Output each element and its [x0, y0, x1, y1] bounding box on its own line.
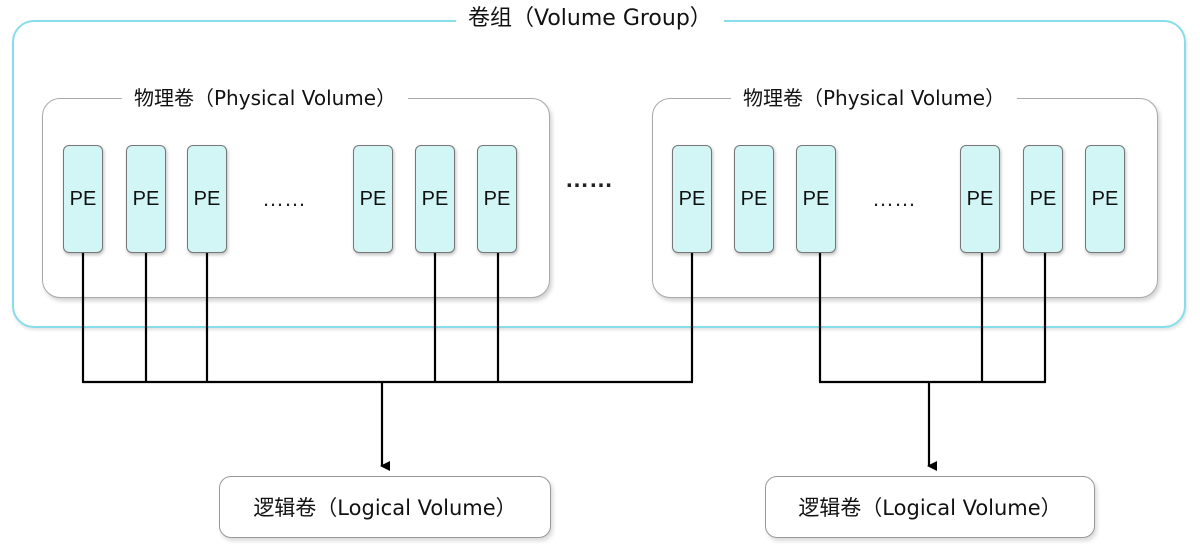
pe-block: PE: [1085, 145, 1125, 253]
physical-volume-title-1: 物理卷（Physical Volume）: [122, 88, 409, 108]
pe-block: PE: [353, 145, 393, 253]
pe-ellipsis-2: ……: [872, 186, 916, 211]
pe-block: PE: [672, 145, 712, 253]
pe-block: PE: [1023, 145, 1063, 253]
logical-volume-box-2: 逻辑卷（Logical Volume）: [765, 476, 1095, 538]
logical-volume-box-1: 逻辑卷（Logical Volume）: [219, 476, 551, 538]
pe-block: PE: [960, 145, 1000, 253]
pe-block: PE: [734, 145, 774, 253]
physical-volume-title-2: 物理卷（Physical Volume）: [731, 88, 1018, 108]
pe-block: PE: [415, 145, 455, 253]
pe-block: PE: [187, 145, 227, 253]
pe-ellipsis-1: ……: [262, 186, 306, 211]
volume-group-title: 卷组（Volume Group）: [456, 8, 724, 30]
pe-block: PE: [126, 145, 166, 253]
logical-volume-title-2: 逻辑卷（Logical Volume）: [798, 496, 1062, 520]
pe-block: PE: [796, 145, 836, 253]
pe-block: PE: [477, 145, 517, 253]
volume-ellipsis: ……: [565, 166, 613, 193]
logical-volume-title-1: 逻辑卷（Logical Volume）: [253, 496, 517, 520]
pe-block: PE: [63, 145, 103, 253]
